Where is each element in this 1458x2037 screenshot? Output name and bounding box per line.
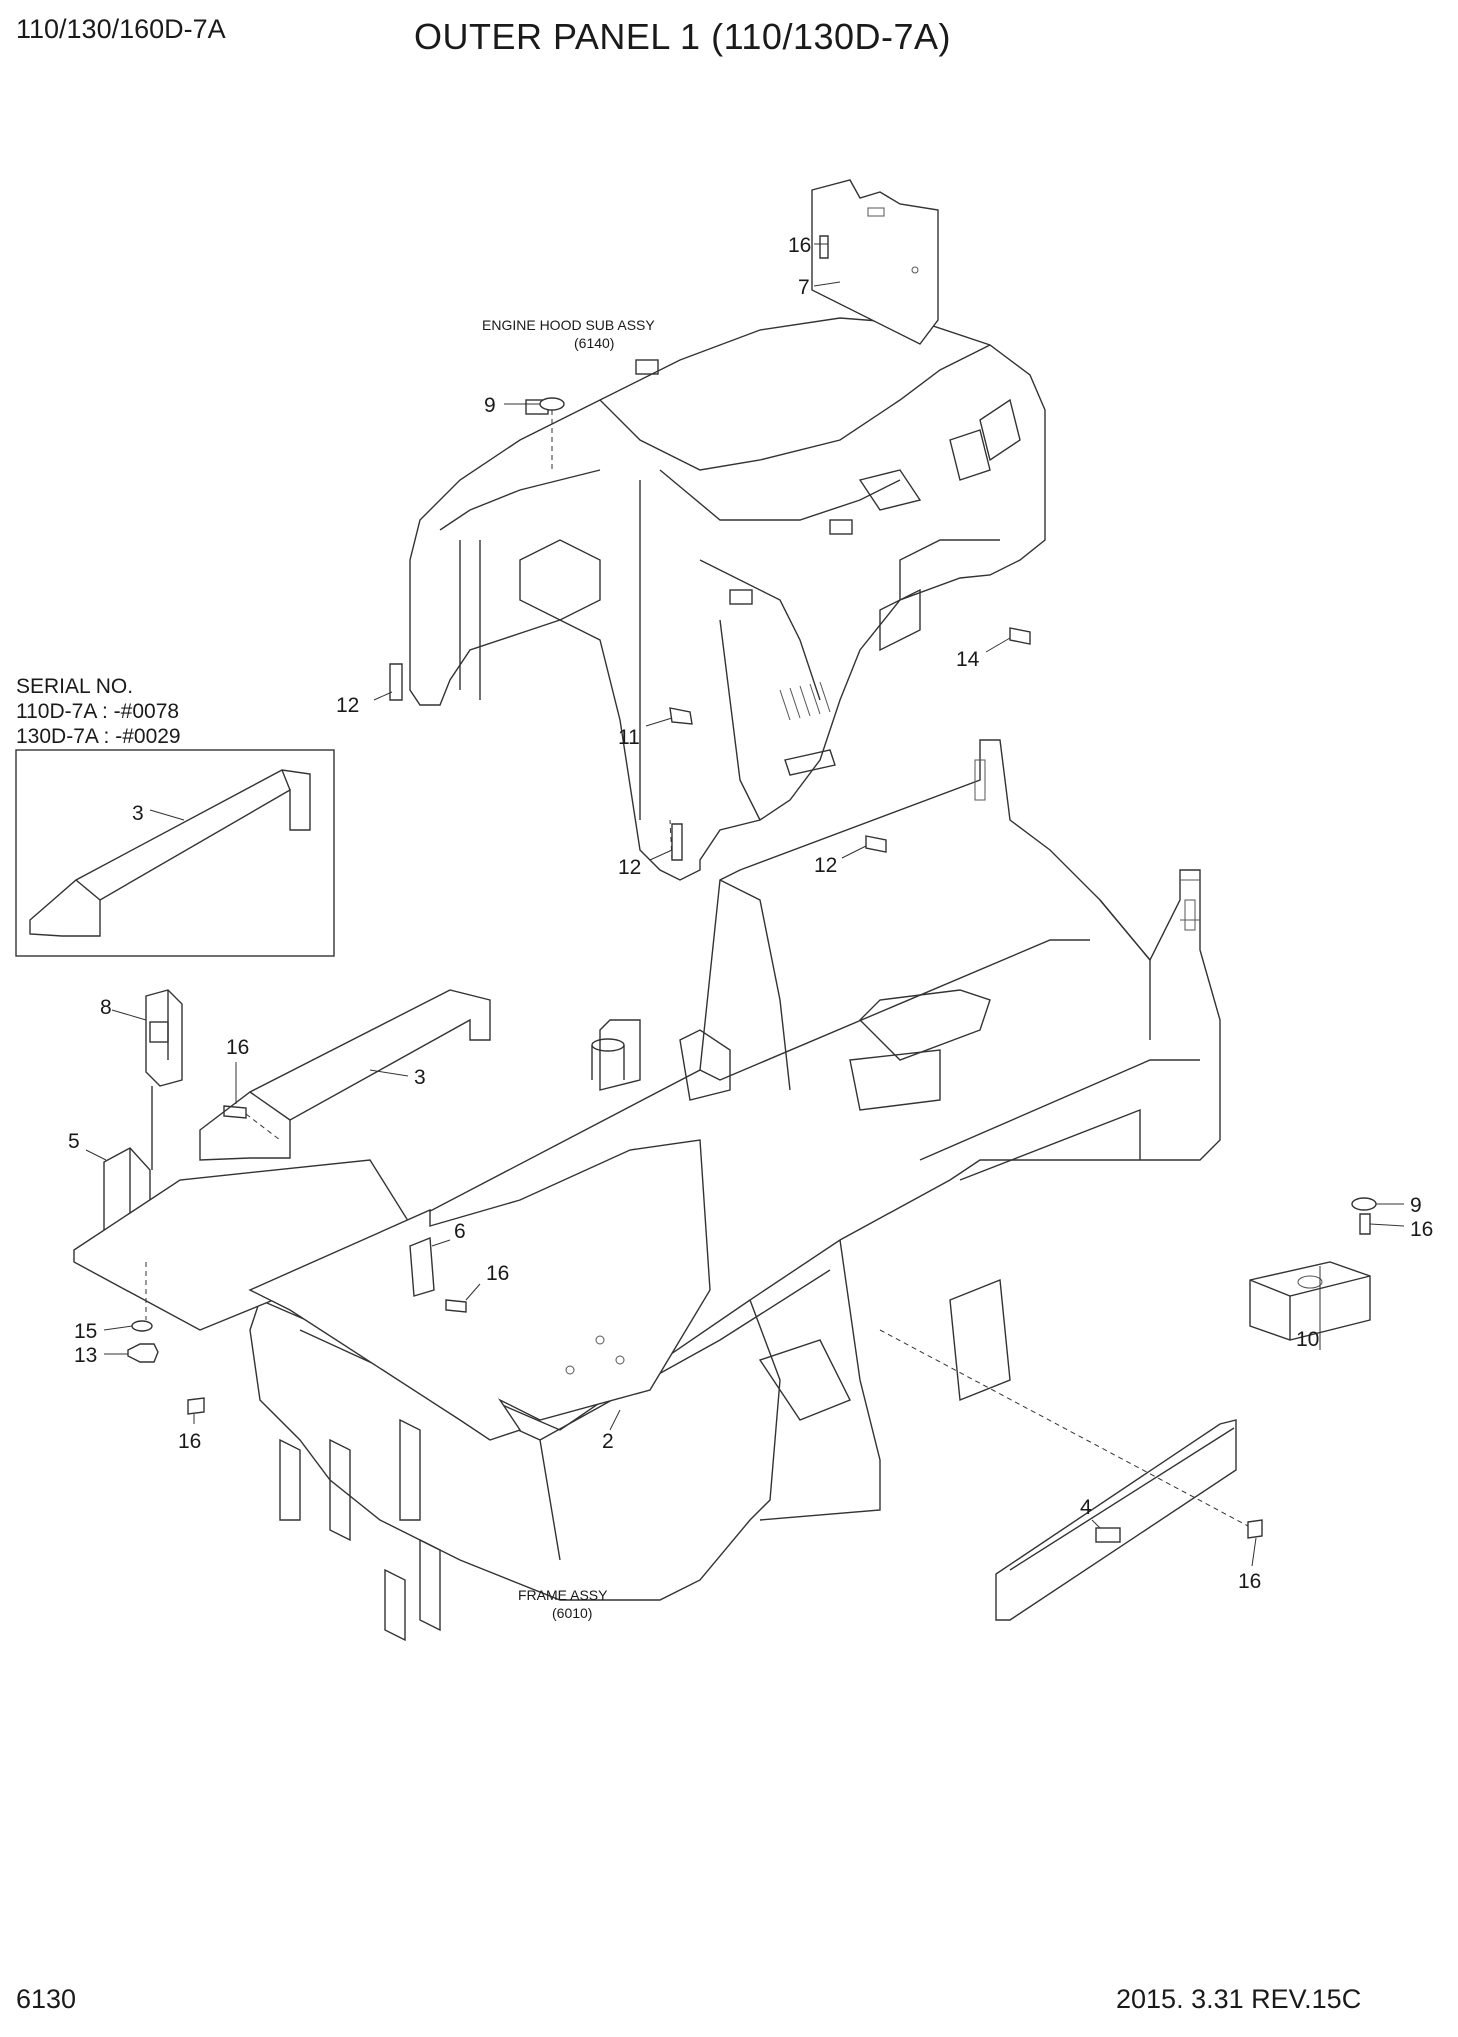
part-9-cap	[539, 397, 565, 411]
callout-7: 7	[798, 276, 810, 299]
callout-16: 16	[178, 1430, 201, 1453]
part-10-box	[1249, 1261, 1371, 1341]
engine-hood-drawing	[409, 317, 1046, 881]
frame-assy-code: (6010)	[552, 1605, 592, 1621]
callout-4: 4	[1080, 1496, 1092, 1519]
dashed-alignment-lines	[245, 819, 1249, 1527]
serial-line-130: 130D-7A : -#0029	[16, 725, 181, 748]
callout-9: 9	[1410, 1194, 1422, 1217]
callout-11: 11	[618, 726, 640, 749]
frame-assembly-drawing	[249, 739, 1221, 1642]
page-title: OUTER PANEL 1 (110/130D-7A)	[414, 16, 952, 57]
part-9-cap-right	[1351, 1197, 1377, 1211]
callout-5: 5	[68, 1130, 80, 1153]
serial-heading: SERIAL NO.	[16, 675, 134, 698]
serial-note: SERIAL NO. 110D-7A : -#0078 130D-7A : -#…	[16, 674, 181, 749]
callout-16: 16	[486, 1262, 509, 1285]
serial-box-frame	[15, 749, 335, 957]
revision-date: 2015. 3.31 REV.15C	[1116, 1984, 1362, 2014]
callout-16: 16	[788, 234, 811, 257]
part-15-washer	[131, 1320, 153, 1332]
page-number: 6130	[16, 1984, 77, 2014]
callout-8: 8	[100, 996, 112, 1019]
callout-6: 6	[454, 1220, 466, 1243]
leader-lines	[85, 243, 1405, 1567]
part-7-plate	[811, 179, 939, 345]
callout-10: 10	[1296, 1328, 1319, 1351]
callout-12: 12	[336, 694, 359, 717]
bolts	[187, 235, 1371, 1539]
model-number: 110/130/160D-7A	[16, 14, 226, 44]
callout-16: 16	[1410, 1218, 1433, 1241]
callout-9: 9	[484, 394, 496, 417]
callout-16: 16	[1238, 1570, 1261, 1593]
part-3-bracket	[199, 989, 491, 1161]
callout-2: 2	[602, 1430, 614, 1453]
callout-14: 14	[956, 648, 980, 671]
part-4-cover	[995, 1419, 1237, 1621]
serial-line-110: 110D-7A : -#0078	[16, 700, 180, 723]
part-3-bracket-old	[29, 769, 311, 937]
callout-12: 12	[618, 856, 641, 879]
part-8-box	[145, 989, 183, 1087]
callout-3: 3	[414, 1066, 426, 1089]
frame-assy-label: FRAME ASSY	[518, 1587, 608, 1603]
engine-hood-code: (6140)	[574, 335, 614, 351]
callout-13: 13	[74, 1344, 97, 1367]
engine-hood-label: ENGINE HOOD SUB ASSY	[482, 317, 655, 333]
part-6-clip	[409, 1236, 435, 1297]
callout-15: 15	[74, 1320, 97, 1343]
part-2-plate	[248, 1139, 711, 1441]
callout-3: 3	[132, 802, 144, 825]
callout-12: 12	[814, 854, 837, 877]
part-13-nut	[127, 1343, 159, 1363]
callout-16: 16	[226, 1036, 249, 1059]
